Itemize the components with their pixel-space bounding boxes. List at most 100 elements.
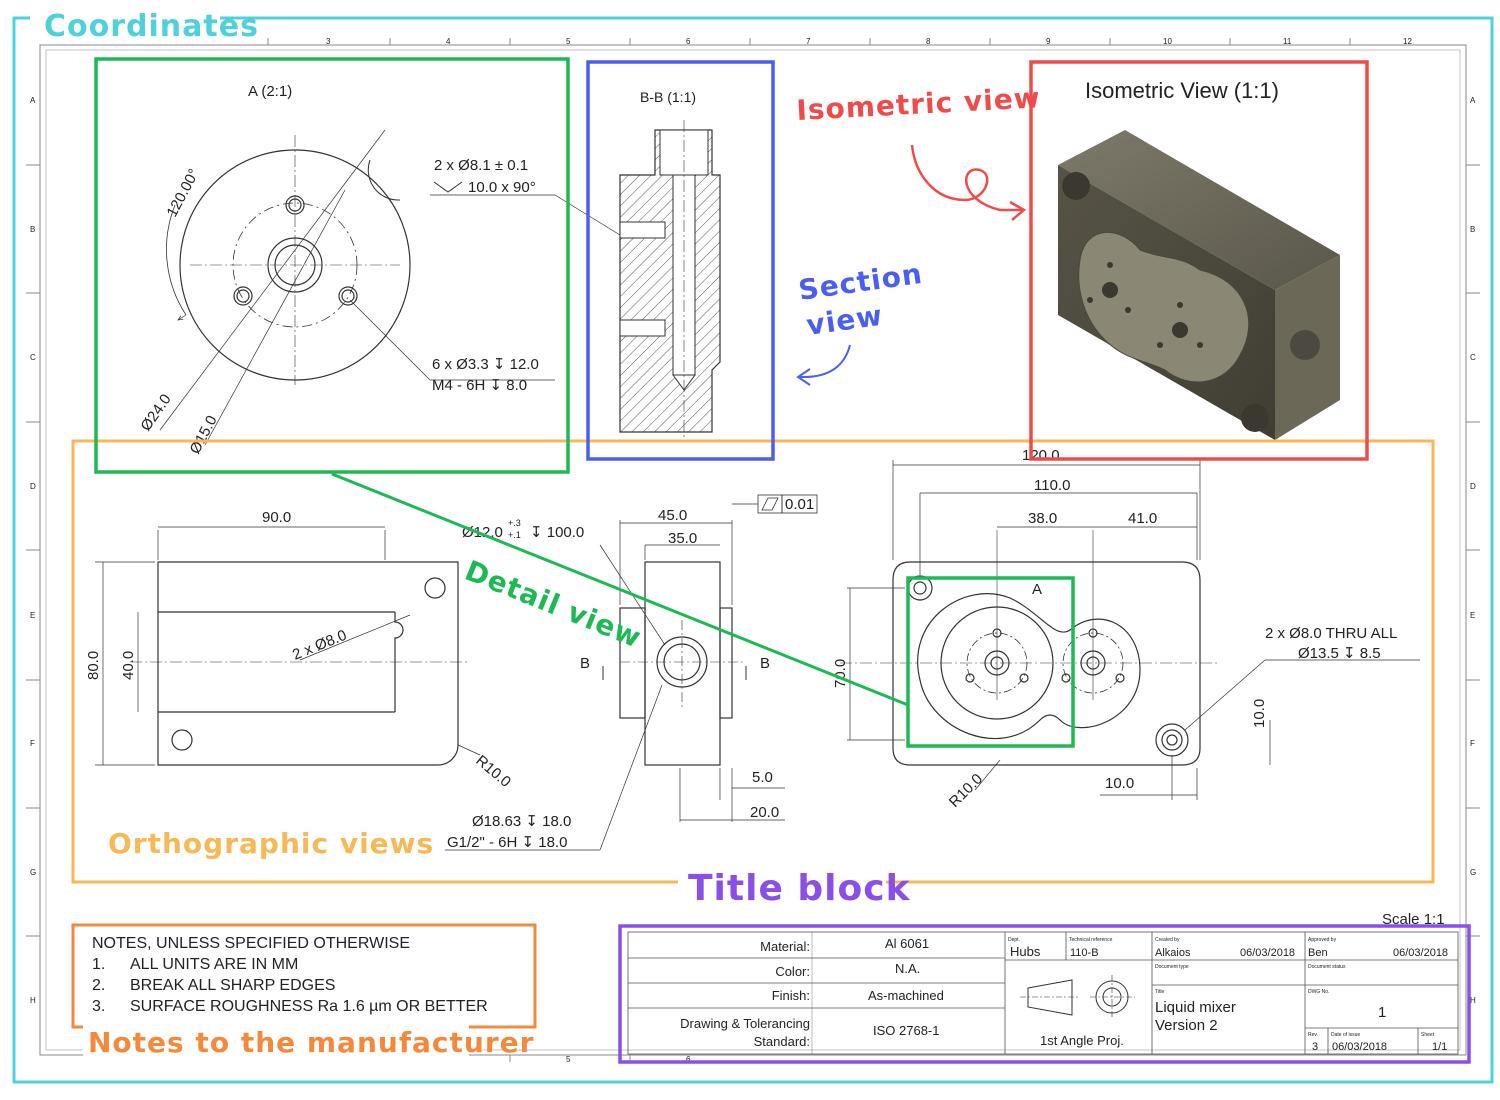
tb-color-value: N.A. bbox=[895, 961, 920, 976]
ruler-left-f: F bbox=[30, 739, 35, 748]
tb-rev-value: 3 bbox=[1312, 1041, 1318, 1053]
tb-issue-label: Date of issue bbox=[1331, 1032, 1360, 1038]
front-dim-height: 80.0 bbox=[85, 651, 102, 680]
top-dim-120: 120.0 bbox=[1022, 447, 1060, 464]
detail-view-drawing bbox=[159, 129, 621, 446]
detail-hole-callout-2: 10.0 x 90° bbox=[468, 179, 536, 196]
detail-tap-callout-2: M4 - 6H ↧ 8.0 bbox=[432, 377, 527, 394]
scale-label: Scale 1:1 bbox=[1382, 911, 1445, 928]
ruler-left-h: H bbox=[30, 996, 36, 1005]
side-view-drawing bbox=[445, 494, 818, 851]
tb-material-value: Al 6061 bbox=[885, 936, 929, 951]
isometric-view-model bbox=[1058, 130, 1340, 440]
tb-doctype-label: Document type bbox=[1155, 964, 1189, 970]
tb-title-label: Title bbox=[1155, 989, 1164, 995]
tb-projection: 1st Angle Proj. bbox=[1040, 1033, 1124, 1048]
tb-dwgno-value: 1 bbox=[1378, 1004, 1386, 1021]
top-dim-110: 110.0 bbox=[1034, 477, 1070, 494]
tb-techref-value: 110-B bbox=[1070, 947, 1099, 959]
front-dim-inner: 40.0 bbox=[120, 651, 137, 680]
tb-dwgno-label: DWG No. bbox=[1308, 989, 1329, 995]
isometric-view-frame bbox=[1029, 60, 1369, 461]
title-block-grid bbox=[627, 931, 1459, 1055]
detail-view-title: A (2:1) bbox=[248, 83, 292, 100]
detail-view-frame bbox=[94, 57, 570, 474]
title-block-text: Material: Al 6061 Color: N.A. Finish: As… bbox=[680, 936, 1448, 1053]
section-view-annotation-2: view bbox=[804, 299, 885, 342]
ruler-right-h: H bbox=[1470, 996, 1476, 1005]
coordinates-annotation: Coordinates bbox=[44, 9, 259, 44]
notes-block: NOTES, UNLESS SPECIFIED OTHERWISE 1. ALL… bbox=[92, 935, 488, 1015]
tb-material-label: Material: bbox=[760, 939, 810, 954]
top-thru-callout-1: 2 x Ø8.0 THRU ALL bbox=[1265, 625, 1397, 642]
ruler-bottom-5: 5 bbox=[566, 1055, 571, 1064]
tb-title-line-1: Liquid mixer bbox=[1155, 999, 1236, 1016]
tb-rev-label: Rev. bbox=[1308, 1032, 1318, 1038]
ruler-left-a: A bbox=[30, 96, 36, 105]
front-view-drawing bbox=[95, 526, 481, 766]
section-view-frame bbox=[586, 60, 775, 461]
detail-marker-frame bbox=[906, 576, 1075, 748]
tb-techref-label: Technical reference bbox=[1069, 937, 1113, 943]
side-dim-20: 20.0 bbox=[750, 804, 779, 821]
ruler-top-10: 10 bbox=[1163, 37, 1172, 46]
tb-dept-label: Dept. bbox=[1008, 937, 1020, 943]
section-view-drawing bbox=[619, 120, 721, 440]
ruler-left-g: G bbox=[30, 868, 36, 877]
ruler-top-11: 11 bbox=[1283, 37, 1292, 46]
top-dim-10-v: 10.0 bbox=[1251, 699, 1268, 728]
ruler-left-c: C bbox=[30, 353, 36, 362]
ruler-top-6: 6 bbox=[686, 37, 691, 46]
notes-item-3-text: SURFACE ROUGHNESS Ra 1.6 µm OR BETTER bbox=[130, 998, 488, 1015]
detail-dia-pcd: Ø15.0 bbox=[187, 413, 221, 457]
top-thru-callout-2: Ø13.5 ↧ 8.5 bbox=[1298, 645, 1381, 662]
side-bore-callout-main: Ø12.0 bbox=[462, 524, 503, 541]
title-block-annotation: Title block bbox=[688, 868, 911, 909]
side-port-callout-2: G1/2" - 6H ↧ 18.0 bbox=[447, 834, 567, 851]
side-port-callout-1: Ø18.63 ↧ 18.0 bbox=[472, 813, 571, 830]
side-flatness-value: 0.01 bbox=[785, 496, 814, 513]
tb-created-value: Alkaios bbox=[1155, 947, 1191, 959]
sheet-inner-border bbox=[45, 49, 1461, 1051]
notes-item-2-text: BREAK ALL SHARP EDGES bbox=[130, 977, 335, 994]
section-view-title: B-B (1:1) bbox=[640, 89, 696, 105]
ruler-left-e: E bbox=[30, 611, 35, 620]
detail-connector-line bbox=[331, 472, 909, 707]
ruler-right-b: B bbox=[1470, 225, 1475, 234]
side-section-label-right: B bbox=[760, 655, 770, 672]
tb-sheet-value: 1/1 bbox=[1432, 1041, 1447, 1053]
tb-finish-label: Finish: bbox=[772, 988, 810, 1003]
detail-tap-callout-1: 6 x Ø3.3 ↧ 12.0 bbox=[432, 356, 539, 373]
tb-sheet-label: Sheet bbox=[1421, 1032, 1435, 1038]
ruler-top-3: 3 bbox=[326, 37, 331, 46]
top-dim-70: 70.0 bbox=[832, 659, 849, 688]
section-view-annotation-1: Section bbox=[796, 257, 924, 307]
coordinates-frame bbox=[12, 16, 1494, 1084]
side-dim-35: 35.0 bbox=[668, 530, 697, 547]
ruler-bottom-6: 6 bbox=[686, 1055, 691, 1064]
right-ruler: A B C D E F G H bbox=[1466, 96, 1480, 1005]
notes-item-2-num: 2. bbox=[92, 977, 105, 994]
front-dim-width: 90.0 bbox=[262, 509, 291, 526]
front-hole-callout: 2 x Ø8.0 bbox=[290, 627, 349, 664]
isometric-view-annotation: Isometric view bbox=[796, 81, 1042, 127]
countersink-symbol bbox=[433, 181, 463, 193]
tb-approved-date: 06/03/2018 bbox=[1393, 947, 1448, 959]
tb-approved-value: Ben bbox=[1308, 947, 1328, 959]
side-section-label-left: B bbox=[580, 655, 590, 672]
tb-dept-value: Hubs bbox=[1010, 944, 1041, 959]
tb-created-date: 06/03/2018 bbox=[1240, 947, 1295, 959]
left-ruler: A B C D E F G H bbox=[26, 96, 40, 1005]
tb-standard-label-2: Standard: bbox=[754, 1034, 810, 1049]
top-view-labels: 120.0 110.0 38.0 41.0 70.0 A 2 x Ø8.0 TH… bbox=[832, 447, 1397, 811]
notes-item-3-num: 3. bbox=[92, 998, 105, 1015]
title-block-frame bbox=[618, 924, 1471, 1064]
top-dim-10-h: 10.0 bbox=[1105, 775, 1134, 792]
ruler-top-7: 7 bbox=[806, 37, 811, 46]
notes-heading: NOTES, UNLESS SPECIFIED OTHERWISE bbox=[92, 935, 410, 952]
tb-standard-label-1: Drawing & Tolerancing bbox=[680, 1016, 810, 1031]
tb-created-label: Created by bbox=[1155, 937, 1180, 943]
detail-view-annotation: Detail view bbox=[460, 554, 646, 655]
tb-issue-value: 06/03/2018 bbox=[1332, 1041, 1387, 1053]
